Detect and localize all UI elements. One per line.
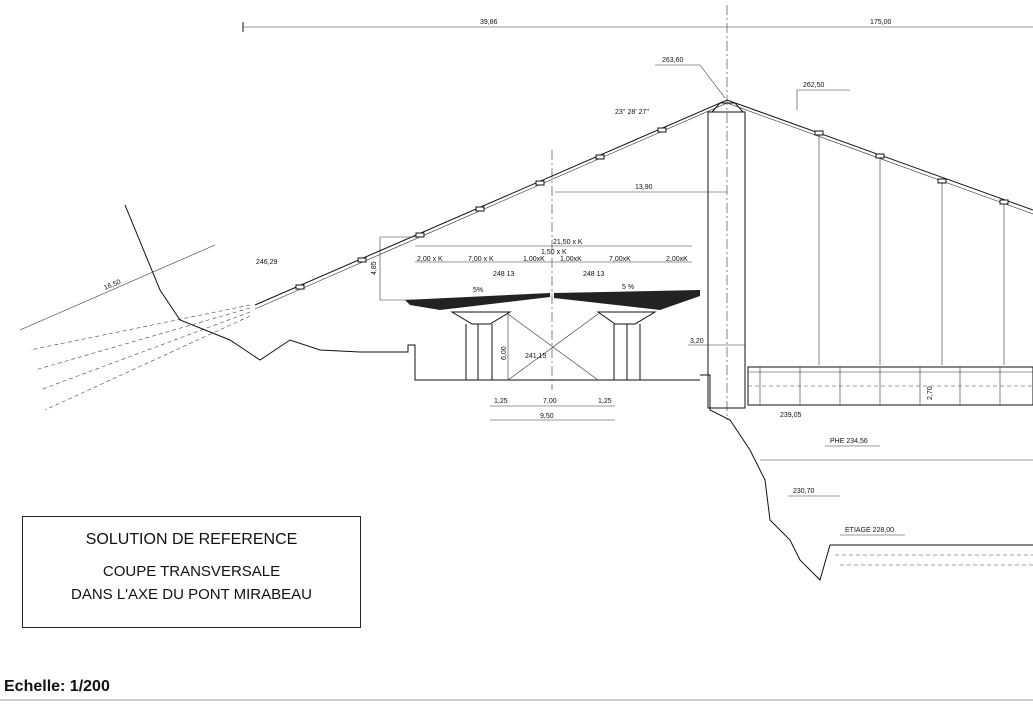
label-etiage: ETIAGE 228,00 bbox=[845, 527, 894, 534]
cable-clamps bbox=[295, 127, 1009, 290]
scale-label: Echelle: 1/200 bbox=[4, 678, 110, 695]
label-sidewalk-right: 2,00xK bbox=[666, 256, 688, 263]
truss-deck bbox=[747, 366, 1033, 406]
terrain-right bbox=[700, 374, 1033, 581]
anchorage-cables bbox=[29, 304, 251, 411]
label-phe: PHE 234,56 bbox=[830, 438, 868, 445]
label-slope-right: 5 % bbox=[622, 284, 634, 291]
title-line-2: COUPE TRANSVERSALE bbox=[102, 563, 281, 580]
label-angle: 23° 28' 27'' bbox=[615, 108, 649, 116]
label-pylon-top: 263,60 bbox=[662, 57, 684, 64]
label-deck-height: 4,85 bbox=[371, 261, 378, 275]
label-anchor-level: 246,29 bbox=[256, 259, 278, 266]
title-line-3: DANS L'AXE DU PONT MIRABEAU bbox=[71, 586, 312, 603]
label-lane-right: 7,00xK bbox=[609, 256, 631, 263]
label-road-level: 241,15 bbox=[525, 353, 547, 360]
anchor-length-line bbox=[19, 244, 216, 331]
pylon bbox=[707, 102, 746, 409]
deck-left bbox=[405, 293, 550, 310]
label-road-width: 7,00 bbox=[543, 398, 557, 405]
piers bbox=[450, 311, 657, 380]
label-median: 1,50 x K bbox=[541, 249, 567, 256]
dim-top-right: 175,00 bbox=[870, 19, 892, 26]
label-saddle: 262,50 bbox=[803, 82, 825, 89]
label-slope-left: 5% bbox=[473, 287, 483, 294]
label-lane-left: 7,00 x K bbox=[468, 256, 494, 263]
title-block: SOLUTION DE REFERENCE COUPE TRANSVERSALE… bbox=[22, 516, 361, 628]
label-bank-level: 230,70 bbox=[793, 488, 815, 495]
label-clearance: 6,00 bbox=[501, 346, 508, 360]
label-pylon-offset: 13,90 bbox=[635, 184, 653, 191]
label-strip-right: 1,00xK bbox=[560, 256, 582, 263]
label-deck-width: 21,50 x K bbox=[553, 239, 583, 246]
label-level-left: 248 13 bbox=[493, 271, 515, 278]
main-cable bbox=[254, 99, 1033, 306]
label-pier-left: 1,25 bbox=[494, 398, 508, 405]
label-old-deck-level: 239,05 bbox=[780, 412, 802, 419]
hangers bbox=[818, 135, 1005, 365]
label-level-right: 248 13 bbox=[583, 271, 605, 278]
dim-top-left: 39,86 bbox=[480, 19, 498, 26]
label-base-width: 9,50 bbox=[540, 413, 554, 420]
label-pier-right: 1,25 bbox=[598, 398, 612, 405]
label-old-deck-height: 2,70 bbox=[927, 386, 934, 400]
label-sidewalk-left: 2,00 x K bbox=[417, 256, 443, 263]
deck-right bbox=[554, 290, 700, 310]
terrain-left bbox=[124, 204, 700, 381]
label-strip-left: 1,00xK bbox=[523, 256, 545, 263]
title-line-1: SOLUTION DE REFERENCE bbox=[85, 531, 298, 548]
label-pylon-width: 3,20 bbox=[690, 338, 704, 345]
